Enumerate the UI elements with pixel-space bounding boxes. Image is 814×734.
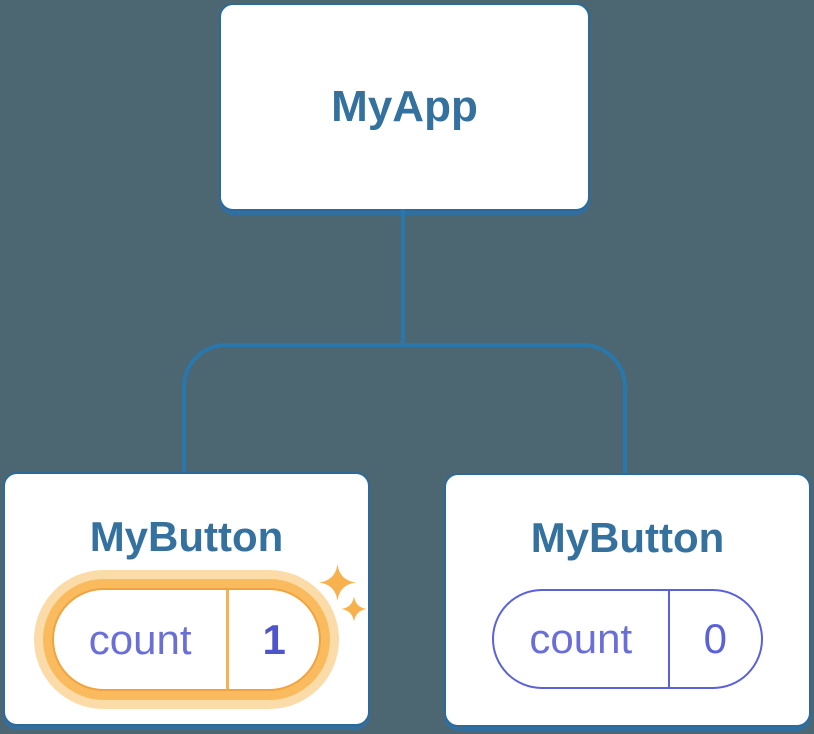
sparkle-icon-small [341,596,367,622]
component-label-mybutton-right: MyButton [530,514,725,561]
state-key-label: count [529,615,633,662]
sparkle-icon-large [319,564,356,601]
state-value: 1 [262,615,286,663]
state-value: 0 [703,615,727,662]
state-pill-divider [667,591,670,687]
component-node-mybutton-right: MyButton count 0 [444,473,811,727]
component-node-mybutton-left: MyButton count 1 [3,472,370,726]
component-label-mybutton-left: MyButton [89,513,284,560]
connector-bracket [182,343,627,475]
state-key-label: count [88,615,192,663]
component-node-myapp: MyApp [219,3,590,211]
connector-stem [401,209,405,345]
component-label-myapp: MyApp [331,82,478,131]
state-pill-divider [226,590,230,689]
state-pill-highlighted: count 1 [52,588,321,691]
state-pill-plain: count 0 [492,589,763,689]
